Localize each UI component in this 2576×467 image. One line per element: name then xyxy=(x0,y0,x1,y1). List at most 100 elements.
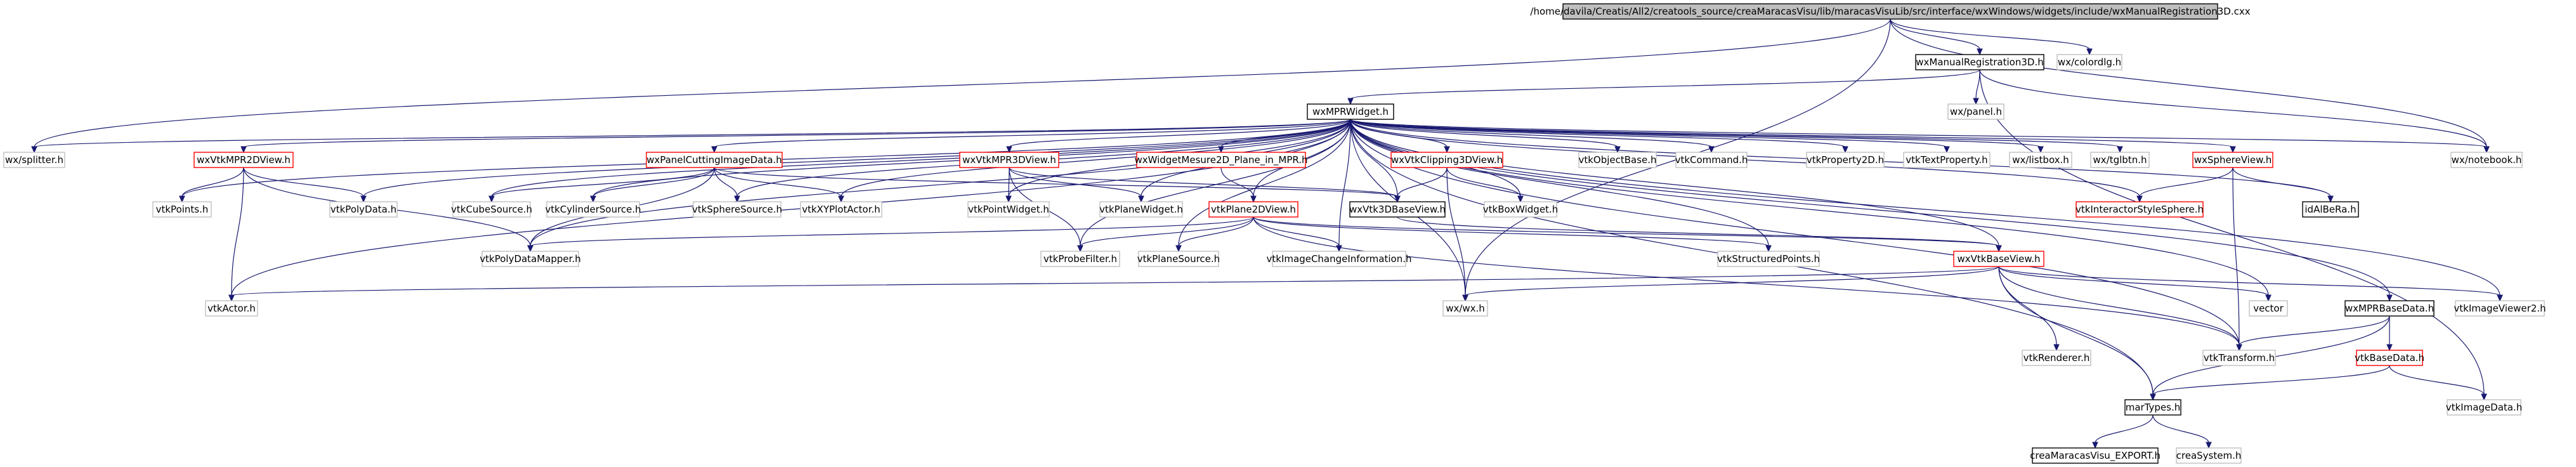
edge-root-to-wx-colordlg-h xyxy=(1890,18,2093,56)
node-vtkinteractorstylesphere-h[interactable]: vtkInteractorStyleSphere.h xyxy=(2076,201,2204,218)
node-wx-listbox-h[interactable]: wx/listbox.h xyxy=(2009,152,2072,168)
edge-wxmprwidget-h-to-wxsphereview-h xyxy=(1350,119,2236,154)
edge-wxvtkbaseview-h-to-wx-wx-h xyxy=(1462,266,1999,302)
node-box xyxy=(1040,251,1120,267)
edge-wxvtkclipping3dview-h-to-wx-wx-h xyxy=(1446,167,1468,302)
node-vtkimagechangeinformation-h[interactable]: vtkImageChangeInformation.h xyxy=(1267,251,1412,267)
node-box xyxy=(2202,350,2276,366)
edge-wxmprwidget-h-to-vtkproperty2d-h xyxy=(1350,119,1848,154)
edge-martypes-h-to-creamaracasvisu-export-h xyxy=(2092,414,2154,449)
node-wxvtkmpr3dview-h[interactable]: wxVtkMPR3DView.h xyxy=(959,152,1059,168)
node-wx-colordlg-h[interactable]: wx/colordlg.h xyxy=(2056,54,2122,70)
node-label: vtkImageChangeInformation.h xyxy=(1267,253,1412,265)
node-wx-tglbtn-h[interactable]: wx/tglbtn.h xyxy=(2090,152,2150,168)
node-vtkspheresource-h[interactable]: vtkSphereSource.h xyxy=(692,201,782,218)
node-label: vtkActor.h xyxy=(207,303,256,314)
node-wx-wx-h[interactable]: wx/wx.h xyxy=(1442,300,1488,317)
edge-wxmprwidget-h-to-wxvtkmpr3dview-h xyxy=(1006,119,1351,154)
node-vtkcommand-h[interactable]: vtkCommand.h xyxy=(1675,152,1748,168)
node-wxmprwidget-h[interactable]: wxMPRWidget.h xyxy=(1307,103,1394,120)
node-creamaracasvisu-export-h[interactable]: creaMaracasVisu_EXPORT.h xyxy=(2030,447,2161,464)
node-wx-panel-h[interactable]: wx/panel.h xyxy=(1947,103,2004,120)
node-label: wx/listbox.h xyxy=(2012,154,2069,166)
node-label: wxSphereView.h xyxy=(2194,154,2272,166)
node-box xyxy=(1442,300,1488,317)
node-wxpanelcuttingimagedata-h[interactable]: wxPanelCuttingImageData.h xyxy=(646,152,783,168)
node-label: vtkCylinderSource.h xyxy=(545,204,641,215)
node-wx-splitter-h[interactable]: wx/splitter.h xyxy=(3,152,65,168)
node-label: wxVtkMPR3DView.h xyxy=(962,154,1056,166)
node-box xyxy=(1562,3,2218,20)
edge-wxvtkclipping3dview-h-to-wxvtk3dbaseview-h xyxy=(1394,167,1448,203)
node-box xyxy=(1272,251,1406,267)
node-vtkrenderer-h[interactable]: vtkRenderer.h xyxy=(2022,350,2091,366)
node-box xyxy=(481,251,579,267)
node-box xyxy=(1099,201,1183,218)
edge-wxpanelcuttingimagedata-h-to-wxvtk3dbaseview-h xyxy=(714,167,1401,203)
node-wxwidgetmesure2d-plane-in-mpr-h[interactable]: wxWidgetMesure2D_Plane_in_MPR.h xyxy=(1134,152,1308,168)
node-wxvtkmpr2dview-h[interactable]: wxVtkMPR2DView.h xyxy=(193,152,294,168)
node-label: vtkPointWidget.h xyxy=(968,204,1049,215)
node-label: vtkPoints.h xyxy=(156,204,209,215)
node-idalbera-h[interactable]: idAlBeRa.h xyxy=(2302,201,2359,218)
node-vtkbasedata-h[interactable]: vtkBaseData.h xyxy=(2355,350,2424,366)
node-vtktransform-h[interactable]: vtkTransform.h xyxy=(2202,350,2276,366)
node-vtkactor-h[interactable]: vtkActor.h xyxy=(205,300,258,317)
node-vtkpoints-h[interactable]: vtkPoints.h xyxy=(152,201,212,218)
node-vtkstructuredpoints-h[interactable]: vtkStructuredPoints.h xyxy=(1717,251,1820,267)
edge-wxmprwidget-h-to-vtkcommand-h xyxy=(1350,119,1715,154)
node-wx-notebook-h[interactable]: wx/notebook.h xyxy=(2450,152,2523,168)
node-vector[interactable]: vector xyxy=(2249,300,2288,317)
node-label: vtkSphereSource.h xyxy=(692,204,782,215)
node-label: vtkRenderer.h xyxy=(2024,352,2090,364)
node-box xyxy=(1390,152,1503,168)
node-box xyxy=(2090,152,2150,168)
edge-wxpanelcuttingimagedata-h-to-vtkxyplotactor-h xyxy=(714,167,844,203)
edge-martypes-h-to-creasystem-h xyxy=(2152,414,2212,449)
node-label: wxVtkMPR2DView.h xyxy=(197,154,291,166)
node-box xyxy=(1953,251,2044,267)
node-box xyxy=(1208,201,1298,218)
node-vtkplanesource-h[interactable]: vtkPlaneSource.h xyxy=(1137,251,1220,267)
node-vtkcubesource-h[interactable]: vtkCubeSource.h xyxy=(451,201,532,218)
node-label: creaMaracasVisu_EXPORT.h xyxy=(2030,450,2161,462)
node-wxsphereview-h[interactable]: wxSphereView.h xyxy=(2192,152,2273,168)
node-label: wxManualRegistration3D.h xyxy=(1916,56,2043,68)
node-label: vtkBoxWidget.h xyxy=(1483,204,1558,215)
edge-wxsphereview-h-to-vtktransform-h xyxy=(2232,167,2242,352)
node-creasystem-h[interactable]: creaSystem.h xyxy=(2176,447,2242,464)
node-wxvtkclipping3dview-h[interactable]: wxVtkClipping3DView.h xyxy=(1390,152,1503,168)
node-vtkprobefilter-h[interactable]: vtkProbeFilter.h xyxy=(1040,251,1120,267)
node-vtkproperty2d-h[interactable]: vtkProperty2D.h xyxy=(1806,152,1885,168)
node-vtkpolydata-h[interactable]: vtkPolyData.h xyxy=(329,201,398,218)
edge-wxmanualregistration3d-h-to-wx-panel-h xyxy=(1973,69,1980,105)
node-box xyxy=(2022,350,2091,366)
edge-wxvtkbaseview-h-to-vtkactor-h xyxy=(228,266,1999,302)
node-wxmanualregistration3d-h[interactable]: wxManualRegistration3D.h xyxy=(1915,54,2044,70)
edge-wxmanualregistration3d-h-to-wxmprwidget-h xyxy=(1347,69,1980,105)
node-label: vtkXYPlotActor.h xyxy=(802,204,880,215)
node-wxmprbasedata-h[interactable]: wxMPRBaseData.h xyxy=(2344,300,2435,317)
node-vtktextproperty-h[interactable]: vtkTextProperty.h xyxy=(1903,152,1991,168)
node-vtkobjectbase-h[interactable]: vtkObjectBase.h xyxy=(1578,152,1657,168)
node-vtkxyplotactor-h[interactable]: vtkXYPlotActor.h xyxy=(800,201,882,218)
node-vtkpointwidget-h[interactable]: vtkPointWidget.h xyxy=(967,201,1050,218)
node-wxvtk3dbaseview-h[interactable]: wxVtk3DBaseView.h xyxy=(1349,201,1446,218)
node-vtkplanewidget-h[interactable]: vtkPlaneWidget.h xyxy=(1099,201,1183,218)
node-vtkimageviewer2-h[interactable]: vtkImageViewer2.h xyxy=(2454,300,2546,317)
node-vtkplane2dview-h[interactable]: vtkPlane2DView.h xyxy=(1208,201,1298,218)
node-martypes-h[interactable]: marTypes.h xyxy=(2124,399,2181,416)
edge-root-to-wxmanualregistration3d-h xyxy=(1890,18,1983,56)
edges-layer xyxy=(31,18,2503,449)
node-vtkpolydatamapper-h[interactable]: vtkPolyDataMapper.h xyxy=(480,251,581,267)
node-box xyxy=(693,201,781,218)
node-box xyxy=(1307,103,1394,120)
node-vtkimagedata-h[interactable]: vtkImageData.h xyxy=(2446,399,2523,416)
edge-wxmprwidget-h-to-wx-tglbtn-h xyxy=(1350,119,2123,154)
node-label: wxVtk3DBaseView.h xyxy=(1349,204,1446,215)
node-vtkcylindersource-h[interactable]: vtkCylinderSource.h xyxy=(545,201,641,218)
node-box xyxy=(193,152,294,168)
node-wxvtkbaseview-h[interactable]: wxVtkBaseView.h xyxy=(1953,251,2044,267)
node-box xyxy=(1915,54,2044,70)
node-vtkboxwidget-h[interactable]: vtkBoxWidget.h xyxy=(1483,201,1558,218)
